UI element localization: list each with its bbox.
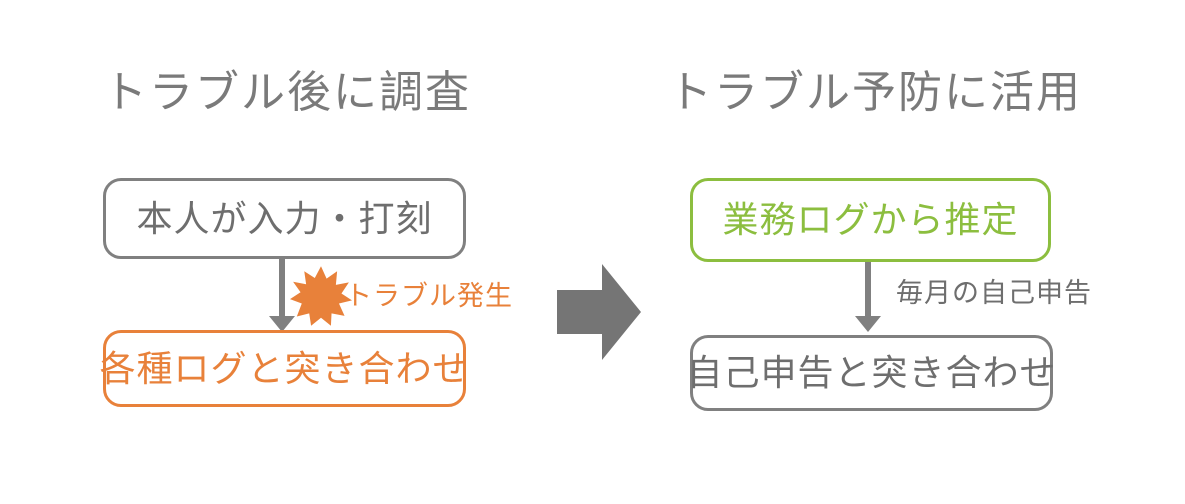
arrow-shaft — [865, 262, 871, 316]
arrow-shaft — [279, 258, 285, 316]
column-heading-left: トラブル後に調査 — [103, 68, 471, 117]
starburst-icon — [290, 265, 352, 327]
edge-label-monthly-report: 毎月の自己申告 — [896, 278, 1092, 308]
arrow-head — [269, 316, 295, 332]
down-arrow-left-icon — [269, 258, 295, 332]
block-arrow-right-icon — [551, 262, 643, 362]
down-arrow-right-icon — [855, 262, 881, 332]
column-heading-right: トラブル予防に活用 — [668, 68, 1082, 117]
node-left-top: 本人が入力・打刻 — [103, 178, 466, 259]
arrow-head — [855, 316, 881, 332]
node-left-bottom: 各種ログと突き合わせ — [100, 330, 469, 407]
node-right-bottom: 自己申告と突き合わせ — [687, 335, 1056, 411]
edge-label-trouble: トラブル発生 — [345, 281, 513, 311]
node-right-top: 業務ログから推定 — [690, 178, 1051, 262]
